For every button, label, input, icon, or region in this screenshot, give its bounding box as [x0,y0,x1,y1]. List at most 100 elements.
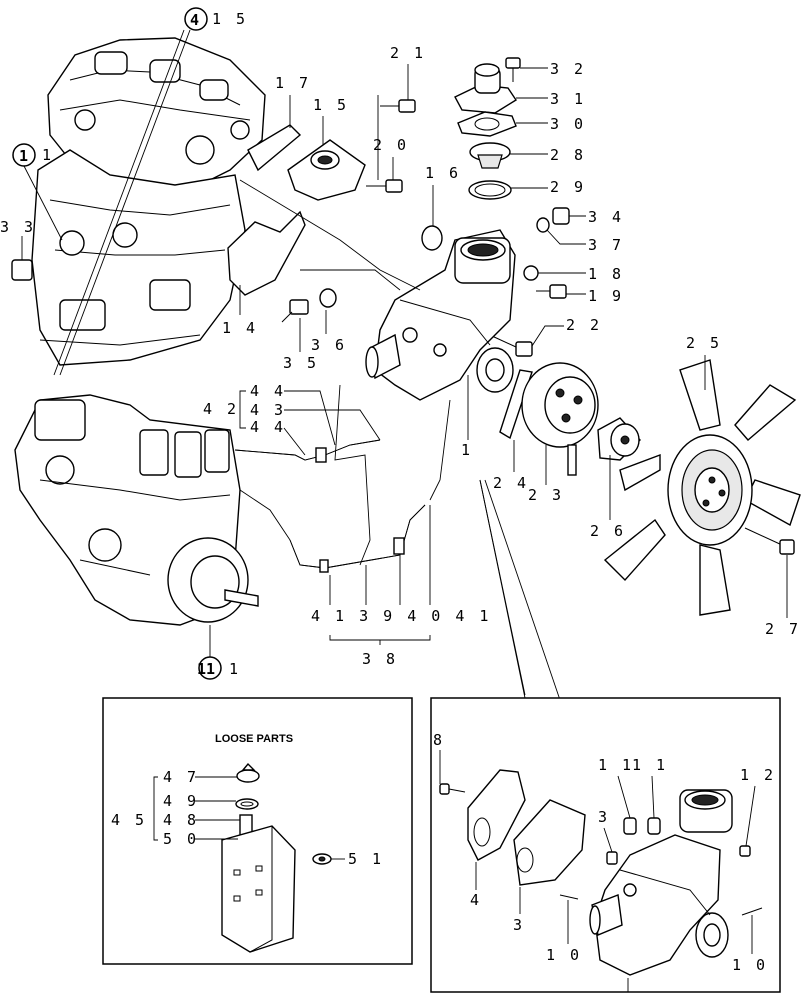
thermostat-housing-15 [287,139,366,201]
callout-18: 1 8 [588,265,624,283]
callout-42: 4 2 [203,400,239,418]
plate-3 [513,799,586,886]
callout-47: 4 7 [163,768,199,786]
callout-48: 4 8 [163,811,199,829]
callout-45: 4 5 [111,811,147,829]
tank-50 [221,814,296,953]
callout-4: 4 [470,891,482,909]
callout-35: 3 5 [283,354,319,372]
washer-18 [523,265,539,281]
callout-31: 3 1 [550,90,586,108]
washer-36 [319,288,337,308]
callout-29: 2 9 [550,178,586,196]
callout-24: 2 4 [493,474,529,492]
callout-37: 3 7 [588,236,624,254]
o-ring-16 [421,225,443,251]
plug-33 [11,236,33,281]
bolt-32 [505,57,521,82]
bolt-8 [439,783,466,795]
bolt-22 [491,335,533,357]
ref-circle-pump: 11 [197,656,222,680]
thermostat-28 [469,142,511,169]
loose-parts-box: LOOSE PARTS 4 7 4 9 4 8 5 0 4 5 5 1 [102,697,413,965]
callout-10-left: 1 0 [546,946,582,964]
block-ref-label: 1 [42,146,54,164]
callout-20: 2 0 [373,136,409,154]
plug-3-small [606,851,618,865]
callout-11a: 1 1 [598,756,634,774]
callout-12: 1 2 [740,766,776,784]
washer-37 [536,217,550,233]
seal-49 [235,798,259,810]
belt-24 [499,369,533,440]
callout-3-small: 3 [598,808,610,826]
plug-11a [623,817,637,835]
bolt-27 [744,527,795,555]
svg-text:11: 11 [197,660,215,678]
callout-51: 5 1 [348,850,384,868]
pin-10-right [741,907,763,916]
inset-pump-body [589,789,733,976]
callout-44-top: 4 4 [250,382,286,400]
ref-circle-head: 4 [184,7,208,31]
seal-29 [468,180,512,200]
sensor-35 [281,299,309,323]
callout-21: 2 1 [390,44,426,62]
callout-26: 2 6 [590,522,626,540]
callout-14: 1 4 [222,319,258,337]
callout-25: 2 5 [686,334,722,352]
callout-1: 1 [461,441,473,459]
plate-14 [227,210,306,296]
callout-38: 3 8 [362,650,398,668]
callout-16: 1 6 [425,164,461,182]
callout-8: 8 [433,731,445,749]
callout-15: 1 5 [313,96,349,114]
spacer-26 [597,417,641,461]
gasket-4 [467,769,526,861]
callout-row-38: 4 1 3 9 4 0 4 1 [311,607,491,625]
thermostat-cover-31 [454,63,517,114]
callout-22: 2 2 [566,316,602,334]
callout-10-right: 1 0 [732,956,768,974]
callout-36: 3 6 [311,336,347,354]
svg-text:4: 4 [190,11,202,29]
callout-28: 2 8 [550,146,586,164]
bolt-20 [366,179,403,193]
callout-23: 2 3 [528,486,564,504]
bolt-21 [380,99,416,113]
callout-32: 3 2 [550,60,586,78]
callout-44-bottom: 4 4 [250,418,286,436]
plug-11b [647,817,661,835]
ref-circle-block: 1 [12,143,36,167]
gasket-30 [457,111,517,137]
bolt-19 [536,284,567,299]
callout-27: 2 7 [765,620,801,638]
callout-43: 4 3 [250,401,286,419]
pump-detail-inset: 8 4 3 1 1 1 1 3 [430,479,781,993]
pin-10-left [559,894,579,900]
loose-parts-title: LOOSE PARTS [215,733,293,745]
callout-49: 4 9 [163,792,199,810]
callout-34: 3 4 [588,208,624,226]
callout-33: 3 3 [0,218,36,236]
svg-text:1: 1 [19,147,31,165]
callout-30: 3 0 [550,115,586,133]
stud-12 [739,845,751,857]
callout-3-left: 3 [513,916,525,934]
injection-pump-drawing [14,394,259,626]
cap-47 [236,762,260,783]
callout-17: 1 7 [275,74,311,92]
cylinder-head-drawing [47,37,266,191]
pump-ref-label: 1 [229,660,241,678]
pulley-23 [521,362,599,476]
hose-39-41 [289,504,426,573]
plug-34 [552,207,570,225]
head-ref-label: 1 5 [212,10,248,28]
fan-25 [603,359,801,616]
engine-block-drawing [31,149,246,366]
gasket-17 [247,124,302,172]
callout-19: 1 9 [588,287,624,305]
washer-51 [312,853,332,865]
callout-50: 5 0 [163,830,199,848]
